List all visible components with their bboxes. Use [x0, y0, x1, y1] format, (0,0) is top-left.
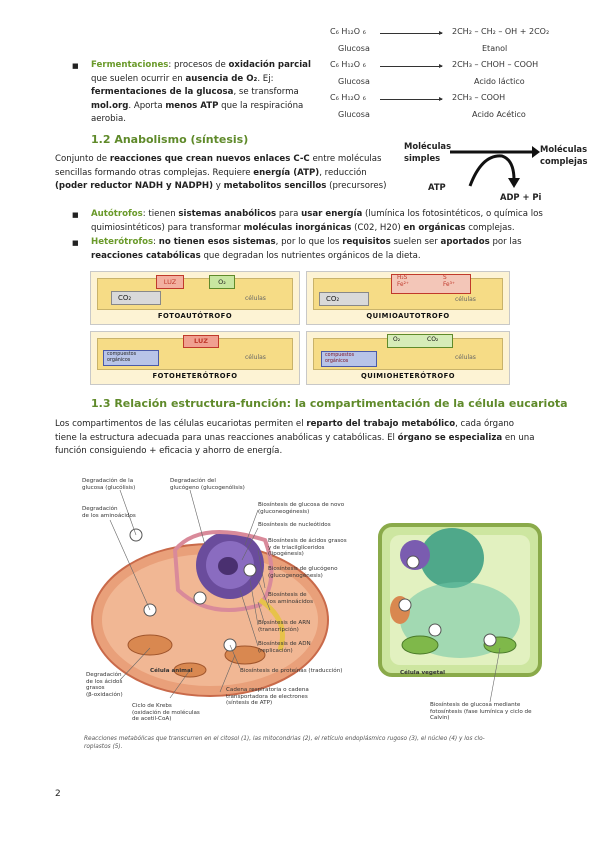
reaction-arrow — [380, 64, 443, 68]
label-proteinas: Biosíntesis de proteínas (traducción) — [240, 668, 343, 674]
cell-illustration — [91, 489, 542, 703]
section-1-2-title: 1.2 Anabolismo (síntesis) — [91, 133, 249, 146]
reaction-1-right: 2CH₂ – CH₂ – OH + 2CO₂ — [452, 27, 550, 36]
adp-label: ADP + Pi — [500, 192, 542, 202]
label-cadena-respiratoria: Cadena respiratoria o cadena transportad… — [226, 687, 309, 707]
label-glucogenolisis: Degradación del glucógeno (glucogenólisi… — [170, 478, 245, 491]
co2-box: CO₂ — [111, 291, 161, 305]
gas-box — [387, 334, 453, 348]
complex-molecules-label: Moléculas complejas — [540, 144, 588, 166]
label-adn: Biosíntesis de ADN (replicación) — [258, 641, 311, 654]
reaction-2-left: C₆ H₁₂O ₆ — [330, 60, 366, 69]
reaction-3-left-label: Glucosa — [338, 110, 370, 119]
label-degradacion-aminoacidos: Degradación de los aminoácidos — [82, 506, 136, 519]
label-glucolisis: Degradación de la glucosa (glucólisis) — [82, 478, 136, 491]
reaction-3-left: C₆ H₁₂O ₆ — [330, 93, 366, 102]
reaction-2-left-label: Glucosa — [338, 77, 370, 86]
reaction-arrow — [380, 31, 443, 35]
compartimentacion-paragraph: Los compartimentos de las células eucari… — [55, 419, 535, 457]
o2-label: O₂ — [393, 336, 401, 343]
luz-box: LUZ — [183, 335, 219, 348]
figure-caption: Reacciones metabólicas que transcurren e… — [84, 736, 485, 750]
label-nucleotidos: Biosíntesis de nucleótidos — [258, 522, 331, 528]
h2s-label: H₂S Fe²⁺ — [397, 275, 409, 288]
organic-compounds-box: compuestos orgánicos — [321, 351, 377, 367]
cells-label: células — [245, 295, 266, 302]
fotoautotrofo-label: FOTOAUTÓTROFO — [157, 312, 233, 320]
section-1-3-title: 1.3 Relación estructura-función: la comp… — [91, 397, 568, 410]
quimioheterotrofo-diagram: O₂ CO₂ compuestos orgánicos células QUIM… — [306, 331, 510, 385]
autotrofos-text: Autótrofos: tienen sistemas anabólicos p… — [91, 209, 543, 233]
s-label: S Fe³⁺ — [443, 275, 455, 288]
page-number: 2 — [55, 789, 61, 799]
reaction-2-right-label: Acido láctico — [474, 77, 525, 86]
reaction-3-right: 2CH₃ – COOH — [452, 93, 506, 102]
reaction-1-left-label: Glucosa — [338, 44, 370, 53]
reaction-arrow — [380, 97, 443, 101]
reaction-1-left: C₆ H₁₂O ₆ — [330, 27, 366, 36]
label-glucogenogenesis: Biosíntesis de glucógeno (glucogenogénes… — [268, 566, 338, 579]
organic-compounds-box: compuestos orgánicos — [103, 350, 159, 366]
label-gluconeogenesis: Biosíntesis de glucosa de novo (gluconeo… — [258, 502, 345, 515]
anabolismo-paragraph: Conjunto de reacciones que crean nuevos … — [55, 154, 387, 192]
label-fotosintesis: Biosíntesis de glucosa mediante fotosínt… — [430, 702, 532, 722]
reaction-1-right-label: Etanol — [482, 44, 508, 53]
label-celula-animal: Célula animal — [150, 668, 193, 674]
reaction-3-right-label: Acido Acético — [472, 110, 526, 119]
label-biosintesis-aminoacidos: Biosíntesis de los aminoácidos — [268, 592, 314, 605]
reaction-2-right: 2CH₃ – CHOH – COOH — [452, 60, 539, 69]
quimioheterotrofo-label: QUIMIOHETERÓTROFO — [360, 372, 456, 380]
fermentaciones-text: Fermentaciones: procesos de oxidación pa… — [91, 60, 311, 125]
quimioautotrofo-diagram: H₂S Fe²⁺ S Fe³⁺ CO₂ células QUIMIOAUTOTR… — [306, 271, 510, 325]
atp-label: ATP — [428, 182, 446, 192]
label-lipogenesis: Biosíntesis de ácidos grasos y de triaci… — [268, 538, 347, 558]
label-krebs: Ciclo de Krebs (oxidación de moléculas d… — [132, 703, 200, 723]
fotoheterotrofo-diagram: LUZ compuestos orgánicos células FOTOHET… — [90, 331, 300, 385]
label-arn: Biosíntesis de ARN (transcripción) — [258, 620, 311, 633]
o2-box: O₂ — [209, 275, 235, 289]
bullet-icon: ■ — [72, 239, 79, 247]
label-celula-vegetal: Célula vegetal — [400, 670, 446, 676]
cells-label: células — [245, 354, 266, 361]
luz-box: LUZ — [156, 275, 184, 289]
co2-box: CO₂ — [319, 292, 369, 306]
bullet-icon: ■ — [72, 62, 79, 70]
redox-box — [391, 274, 471, 294]
cells-label: células — [455, 354, 476, 361]
simple-molecules-label: Moléculas simples — [404, 141, 452, 163]
fotoheterotrofo-label: FOTOHETERÓTROFO — [152, 372, 238, 380]
anabolism-arrows — [450, 146, 540, 188]
bullet-icon: ■ — [72, 211, 79, 219]
co2-label: CO₂ — [427, 336, 439, 343]
label-beta-oxidacion: Degradación de los ácidos grasos (β-oxid… — [86, 672, 123, 698]
fotoautotrofo-diagram: LUZ O₂ CO₂ células FOTOAUTÓTROFO — [90, 271, 300, 325]
quimioautotrofo-label: QUIMIOAUTOTROFO — [366, 312, 450, 320]
cells-label: células — [455, 296, 476, 303]
heterotrofos-text: Heterótrofos: no tienen esos sistemas, p… — [91, 237, 522, 261]
